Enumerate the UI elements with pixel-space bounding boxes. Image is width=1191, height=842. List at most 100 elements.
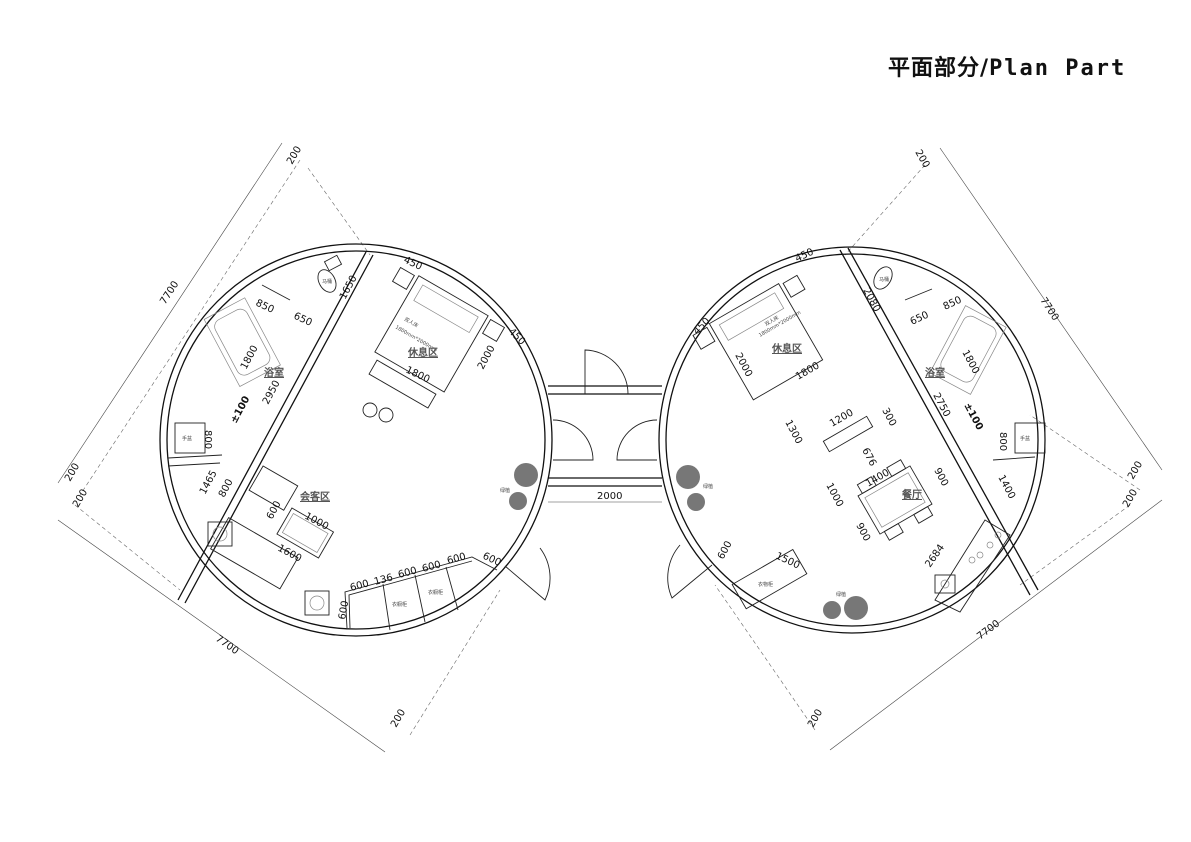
title-cn: 平面部分 [888, 56, 981, 81]
basin-label: 手盆 [1020, 435, 1030, 442]
dining-table[interactable] [853, 457, 937, 542]
dim-label: 1000 [303, 511, 331, 533]
dim-label: 450 [691, 316, 712, 337]
dim-label: 1500 [774, 551, 802, 572]
dim-label: 800 [202, 430, 213, 449]
wardrobe: 衣橱柜 衣橱柜 [344, 556, 498, 631]
double-bed[interactable] [692, 274, 840, 410]
bed-label: 双人床 [403, 316, 420, 330]
title-en: Plan Part [989, 56, 1127, 81]
toilet-label: 马桶 [879, 276, 889, 283]
dim-label: 2750 [930, 391, 952, 419]
dim-label: 600 [446, 551, 467, 567]
dim-label: 650 [292, 311, 314, 329]
corridor-door-left[interactable] [552, 419, 594, 461]
dim-label: 200 [285, 144, 304, 166]
level-mark: ±100 [229, 394, 252, 425]
left-unit: 马桶 手盆 双人床 1800mm*2000mm [159, 243, 553, 637]
dim-label: 850 [254, 298, 276, 316]
room-label-bath: 浴室 [925, 366, 945, 379]
dim-label: 800 [217, 477, 236, 499]
dim-label: 676 [859, 446, 878, 468]
corridor: 2000 [548, 349, 662, 503]
dim-label: 800 [997, 432, 1008, 451]
room-label-living: 会客区 [300, 490, 330, 503]
dim-label: 1800 [239, 344, 261, 372]
dim-label: 1200 [828, 407, 856, 429]
dim-label: 2950 [261, 379, 283, 407]
toilet: 马桶 [873, 266, 893, 290]
dim-label: 1800 [794, 360, 822, 382]
plant-icon: 绿植 [676, 465, 713, 511]
plant-label: 绿植 [500, 487, 510, 494]
cabinet [731, 548, 808, 610]
kitchen-counter [934, 519, 1011, 613]
dim-label: 200 [71, 487, 90, 509]
dim-label: 900 [853, 521, 872, 543]
dim-label: 136 [373, 572, 394, 588]
counter [822, 415, 874, 453]
dim-label: 200 [1121, 487, 1140, 509]
cabinet-label: 衣物柜 [758, 581, 773, 588]
dim-label: 200 [1126, 459, 1145, 481]
dim-label: 7700 [158, 279, 181, 306]
dim-label: 1000 [823, 481, 845, 509]
toilet-label: 马桶 [322, 278, 332, 285]
living-furniture [210, 465, 335, 590]
dim-label: 200 [389, 707, 408, 729]
entry-door[interactable] [504, 547, 551, 601]
dim-label: 600 [481, 551, 503, 569]
dim-label: 900 [931, 466, 950, 488]
right-unit: 马桶 手盆 双人床 1800mm*2000mm 衣物柜 [658, 246, 1046, 634]
room-label-bath: 浴室 [264, 366, 284, 379]
dim-label: 1600 [276, 543, 304, 565]
corridor-door-right[interactable] [616, 419, 658, 461]
side-table [207, 521, 233, 547]
dim-label: 2080 [860, 286, 882, 314]
basin-label: 手盆 [182, 435, 192, 442]
dim-label: 600 [716, 539, 735, 561]
dim-label: 850 [942, 295, 964, 313]
dim-label: 600 [337, 600, 351, 621]
hand-basin [174, 422, 206, 454]
double-bed[interactable] [347, 266, 506, 421]
dim-label: 450 [794, 247, 816, 265]
room-label-rest: 休息区 [407, 346, 438, 359]
plant-label: 绿植 [703, 483, 713, 490]
toilet: 马桶 [317, 254, 343, 293]
dim-label: 1800 [959, 348, 981, 376]
dim-label: 600 [421, 559, 442, 575]
dim-label: 2000 [476, 344, 498, 372]
dim-label: 200 [806, 707, 825, 729]
wardrobe-label: 衣橱柜 [392, 601, 407, 608]
room-label-dining: 餐厅 [901, 488, 922, 501]
dim-label: 1400 [995, 473, 1017, 501]
plant-icon: 绿植 [500, 463, 538, 510]
dim-label: 2684 [923, 543, 947, 570]
dim-label: 1400 [864, 467, 892, 489]
dim-label: 7700 [213, 633, 240, 657]
plant-label: 绿植 [836, 591, 846, 598]
dim-label: 7700 [1037, 296, 1060, 323]
hand-basin [1014, 422, 1046, 454]
dim-label: 1650 [338, 274, 360, 302]
entry-door[interactable] [667, 544, 713, 599]
room-label-rest: 休息区 [771, 342, 802, 355]
dim-label: 600 [265, 499, 284, 521]
corridor-door[interactable] [584, 349, 629, 395]
dim-label: 1465 [198, 469, 220, 497]
plant-icon: 绿植 [823, 591, 868, 620]
dim-label: 200 [912, 148, 931, 170]
wardrobe-label: 衣橱柜 [428, 589, 443, 596]
corridor-width-label: 2000 [597, 491, 622, 502]
dim-label: 650 [909, 310, 931, 328]
page-title: 平面部分/Plan Part [888, 50, 1126, 82]
dim-label: 2000 [732, 351, 754, 379]
level-mark: ±100 [961, 401, 984, 432]
dim-label: 300 [879, 406, 898, 428]
dim-label: 200 [63, 461, 82, 483]
dim-label: 600 [349, 578, 370, 594]
dim-label: 1800 [404, 365, 432, 386]
dim-label: 1300 [782, 418, 804, 446]
